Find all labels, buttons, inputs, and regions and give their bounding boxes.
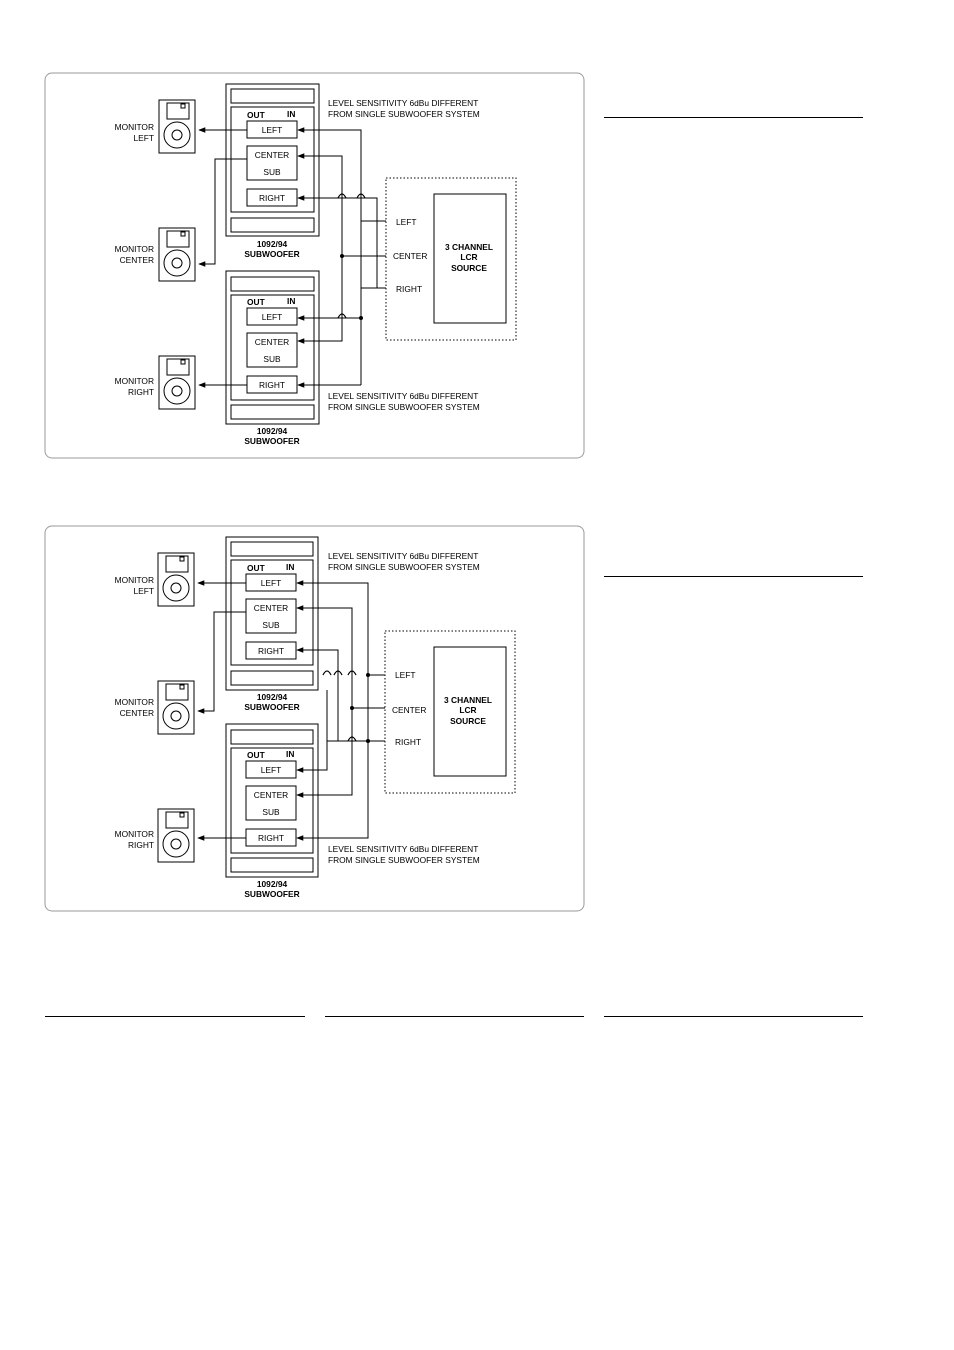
channel-sub-label: SUB bbox=[262, 807, 280, 817]
channel-right-label: RIGHT bbox=[258, 646, 284, 656]
source-name-3: SOURCE bbox=[450, 716, 486, 726]
monitor-left-label: MONITOR bbox=[115, 122, 154, 132]
signal-wiring bbox=[197, 580, 385, 841]
monitor-right-label-2: RIGHT bbox=[128, 387, 154, 397]
source-name: 3 CHANNEL bbox=[444, 695, 492, 705]
level-note-top-2: FROM SINGLE SUBWOOFER SYSTEM bbox=[328, 109, 480, 119]
monitor-speaker-icon bbox=[157, 552, 195, 607]
source-output-right: RIGHT bbox=[396, 284, 422, 294]
source-enclosure bbox=[385, 177, 517, 341]
monitor-left-label: MONITOR bbox=[115, 575, 154, 585]
level-note-bottom-2: FROM SINGLE SUBWOOFER SYSTEM bbox=[328, 855, 480, 865]
channel-right-label: RIGHT bbox=[259, 380, 285, 390]
channel-left-label: LEFT bbox=[262, 125, 282, 135]
section-rule-bottom-middle bbox=[325, 1016, 584, 1017]
subwoofer-unit-2: OUT IN LEFT CENTER SUB RIGHT bbox=[225, 270, 320, 425]
source-name-2: LCR bbox=[459, 705, 476, 715]
out-label: OUT bbox=[247, 110, 266, 120]
level-note-top: LEVEL SENSITIVITY 6dBu DIFFERENT bbox=[328, 551, 478, 561]
channel-sub-label: SUB bbox=[262, 620, 280, 630]
in-label: IN bbox=[286, 749, 294, 759]
subwoofer-caption: 1092/94 bbox=[257, 692, 288, 702]
source-output-center: CENTER bbox=[392, 705, 426, 715]
channel-right-label: RIGHT bbox=[259, 193, 285, 203]
wiring-diagram-1: LEVEL SENSITIVITY 6dBu DIFFERENT FROM SI… bbox=[44, 72, 585, 459]
subwoofer-caption: 1092/94 bbox=[257, 426, 288, 436]
section-rule-bottom-left bbox=[45, 1016, 305, 1017]
in-label: IN bbox=[287, 109, 295, 119]
channel-center-label: CENTER bbox=[255, 337, 289, 347]
channel-center-label: CENTER bbox=[254, 603, 288, 613]
monitor-right-label: MONITOR bbox=[115, 829, 154, 839]
section-rule-right-top bbox=[604, 117, 863, 118]
monitor-center-label: MONITOR bbox=[115, 697, 154, 707]
subwoofer-unit-1: OUT IN LEFT CENTER SUB RIGHT bbox=[225, 83, 320, 237]
subwoofer-unit-2: OUT IN LEFT CENTER SUB RIGHT bbox=[225, 723, 319, 878]
monitor-right-label: MONITOR bbox=[115, 376, 154, 386]
monitor-speaker-icon bbox=[157, 680, 195, 735]
source-output-left: LEFT bbox=[395, 670, 415, 680]
monitor-speaker-icon bbox=[158, 355, 196, 410]
channel-left-label: LEFT bbox=[261, 765, 281, 775]
source-enclosure bbox=[384, 630, 516, 794]
channel-center-label: CENTER bbox=[255, 150, 289, 160]
channel-sub-label: SUB bbox=[263, 354, 281, 364]
source-output-right: RIGHT bbox=[395, 737, 421, 747]
monitor-center-label: MONITOR bbox=[115, 244, 154, 254]
section-rule-right-middle bbox=[604, 576, 863, 577]
subwoofer-caption-2: SUBWOOFER bbox=[244, 889, 299, 899]
in-label: IN bbox=[286, 562, 294, 572]
monitor-center-label-2: CENTER bbox=[120, 708, 154, 718]
level-note-top: LEVEL SENSITIVITY 6dBu DIFFERENT bbox=[328, 98, 478, 108]
level-note-bottom-2: FROM SINGLE SUBWOOFER SYSTEM bbox=[328, 402, 480, 412]
subwoofer-caption-2: SUBWOOFER bbox=[244, 702, 299, 712]
lcr-source-box bbox=[433, 193, 507, 324]
subwoofer-caption: 1092/94 bbox=[257, 879, 288, 889]
source-name: 3 CHANNEL bbox=[445, 242, 493, 252]
level-note-bottom: LEVEL SENSITIVITY 6dBu DIFFERENT bbox=[328, 844, 478, 854]
out-label: OUT bbox=[247, 297, 266, 307]
channel-sub-label: SUB bbox=[263, 167, 281, 177]
channel-center-label: CENTER bbox=[254, 790, 288, 800]
subwoofer-caption-2: SUBWOOFER bbox=[244, 249, 299, 259]
source-output-center: CENTER bbox=[393, 251, 427, 261]
monitor-left-label-2: LEFT bbox=[134, 133, 154, 143]
signal-wiring bbox=[198, 127, 386, 388]
channel-left-label: LEFT bbox=[262, 312, 282, 322]
out-label: OUT bbox=[247, 563, 266, 573]
monitor-speaker-icon bbox=[158, 227, 196, 282]
channel-left-label: LEFT bbox=[261, 578, 281, 588]
source-name-2: LCR bbox=[460, 252, 477, 262]
monitor-left-label-2: LEFT bbox=[134, 586, 154, 596]
subwoofer-caption: 1092/94 bbox=[257, 239, 288, 249]
level-note-top-2: FROM SINGLE SUBWOOFER SYSTEM bbox=[328, 562, 480, 572]
channel-right-label: RIGHT bbox=[258, 833, 284, 843]
subwoofer-unit-1: OUT IN LEFT CENTER SUB RIGHT bbox=[225, 536, 319, 691]
out-label: OUT bbox=[247, 750, 266, 760]
source-name-3: SOURCE bbox=[451, 263, 487, 273]
monitor-speaker-icon bbox=[158, 99, 196, 154]
section-rule-bottom-right bbox=[604, 1016, 863, 1017]
monitor-center-label-2: CENTER bbox=[120, 255, 154, 265]
wiring-diagram-2: LEVEL SENSITIVITY 6dBu DIFFERENT FROM SI… bbox=[44, 525, 585, 912]
monitor-right-label-2: RIGHT bbox=[128, 840, 154, 850]
subwoofer-caption-2: SUBWOOFER bbox=[244, 436, 299, 446]
source-output-left: LEFT bbox=[396, 217, 416, 227]
lcr-source-box bbox=[433, 646, 507, 777]
monitor-speaker-icon bbox=[157, 808, 195, 863]
in-label: IN bbox=[287, 296, 295, 306]
level-note-bottom: LEVEL SENSITIVITY 6dBu DIFFERENT bbox=[328, 391, 478, 401]
